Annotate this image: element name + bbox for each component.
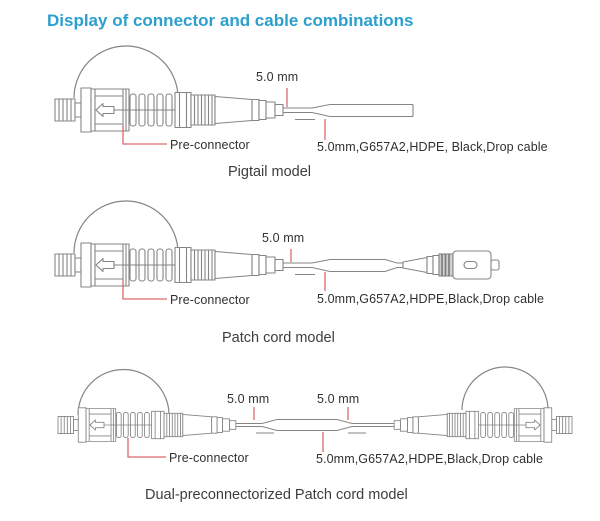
pre-connector-assembly-right: [393, 407, 573, 443]
sc-crimp-stripes: [441, 254, 450, 276]
label-cable-od-right: 5.0 mm: [317, 392, 360, 406]
dome-arc-right: [461, 366, 549, 411]
label-drop-cable: 5.0mm,G657A2,HDPE,Black,Drop cable: [317, 292, 545, 306]
dome-arc-left: [77, 368, 170, 416]
caption-dual-preconnectorized-model: Dual-preconnectorized Patch cord model: [145, 487, 408, 503]
sc-collar: [426, 255, 434, 275]
leader-line-pre-connector: [122, 281, 167, 300]
leader-line-pre-connector: [127, 438, 166, 458]
diagram-patch-cord: [54, 200, 500, 300]
pre-connector-assembly-left: [57, 407, 237, 443]
dome-arc: [73, 200, 179, 254]
page-title: Display of connector and cable combinati…: [47, 11, 414, 30]
sc-connector: [402, 250, 500, 280]
label-drop-cable: 5.0mm,G657A2,HDPE,Black,Drop cable: [316, 452, 544, 466]
diagram-dual-preconnectorized: [57, 366, 573, 458]
label-cable-od-left: 5.0 mm: [227, 392, 270, 406]
sc-ferrule: [490, 259, 500, 271]
drop-cable: [283, 258, 403, 273]
caption-patch-cord-model: Patch cord model: [222, 330, 335, 346]
sc-boot: [402, 256, 428, 274]
drop-cable: [283, 103, 414, 118]
diagram-pigtail: [54, 45, 414, 145]
label-drop-cable: 5.0mm,G657A2,HDPE, Black,Drop cable: [317, 140, 548, 154]
label-cable-od: 5.0 mm: [256, 70, 299, 84]
pre-connector-assembly: [54, 87, 284, 133]
drop-cable: [236, 418, 394, 432]
sc-slot: [463, 260, 478, 270]
label-pre-connector: Pre-connector: [170, 138, 250, 152]
sc-collar: [432, 254, 440, 276]
label-pre-connector: Pre-connector: [170, 293, 250, 307]
leader-line-pre-connector: [122, 126, 167, 145]
caption-pigtail-model: Pigtail model: [228, 164, 312, 180]
label-cable-od: 5.0 mm: [262, 231, 305, 245]
pre-connector-assembly: [54, 242, 284, 288]
label-pre-connector: Pre-connector: [169, 451, 249, 465]
dome-arc: [73, 45, 179, 99]
